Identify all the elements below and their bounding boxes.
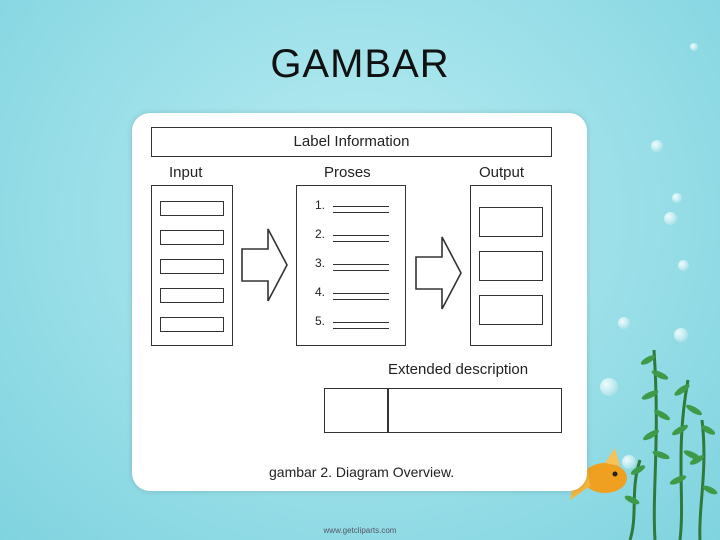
extended-description-divider xyxy=(387,389,389,432)
input-label: Input xyxy=(169,164,203,181)
process-column-box: 1. 2. 3. 4. 5. xyxy=(296,185,406,346)
process-step-number: 3. xyxy=(315,256,326,270)
process-step-number: 2. xyxy=(315,227,326,241)
process-label: Proses xyxy=(324,164,371,181)
output-label: Output xyxy=(479,164,525,181)
process-step-line xyxy=(333,322,389,324)
bubble-decoration xyxy=(678,260,689,271)
bubble-decoration xyxy=(618,317,630,329)
bubble-decoration xyxy=(674,328,688,342)
label-information-text: Label Information xyxy=(293,133,410,150)
process-step-number: 1. xyxy=(315,198,326,212)
process-step-line xyxy=(333,241,389,243)
slide-title: GAMBAR xyxy=(270,42,450,86)
process-step-line xyxy=(333,264,389,266)
input-field-slot xyxy=(160,259,224,274)
input-field-slot xyxy=(160,201,224,216)
process-step-line xyxy=(333,293,389,295)
bubble-decoration xyxy=(622,455,636,469)
process-step-line xyxy=(333,206,389,208)
output-result-slot xyxy=(479,251,543,281)
process-step-line xyxy=(333,328,389,330)
bubble-decoration xyxy=(672,193,682,203)
process-step-line xyxy=(333,212,389,214)
arrow-right-icon xyxy=(241,228,288,302)
input-field-slot xyxy=(160,288,224,303)
process-step-line xyxy=(333,299,389,301)
output-result-slot xyxy=(479,295,543,325)
process-step-number: 5. xyxy=(315,314,326,328)
bubble-decoration xyxy=(651,140,663,152)
input-field-slot xyxy=(160,317,224,332)
diagram-card: Label Information Input Proses Output 1.… xyxy=(132,113,587,491)
bubble-decoration xyxy=(690,43,698,51)
extended-description-label: Extended description xyxy=(388,361,529,378)
input-column-box xyxy=(151,185,233,346)
process-step-line xyxy=(333,270,389,272)
figure-caption: gambar 2. Diagram Overview. xyxy=(269,464,455,480)
output-column-box xyxy=(470,185,552,346)
input-field-slot xyxy=(160,230,224,245)
bubble-decoration xyxy=(600,378,618,396)
extended-description-box xyxy=(324,388,562,433)
bubble-decoration xyxy=(664,212,677,225)
watermark-text: www.getcliparts.com xyxy=(323,526,397,535)
process-step-number: 4. xyxy=(315,285,326,299)
seaweed-illustration xyxy=(570,349,718,540)
arrow-right-icon xyxy=(415,236,462,310)
label-information-box xyxy=(151,127,552,157)
process-step-line xyxy=(333,235,389,237)
output-result-slot xyxy=(479,207,543,237)
